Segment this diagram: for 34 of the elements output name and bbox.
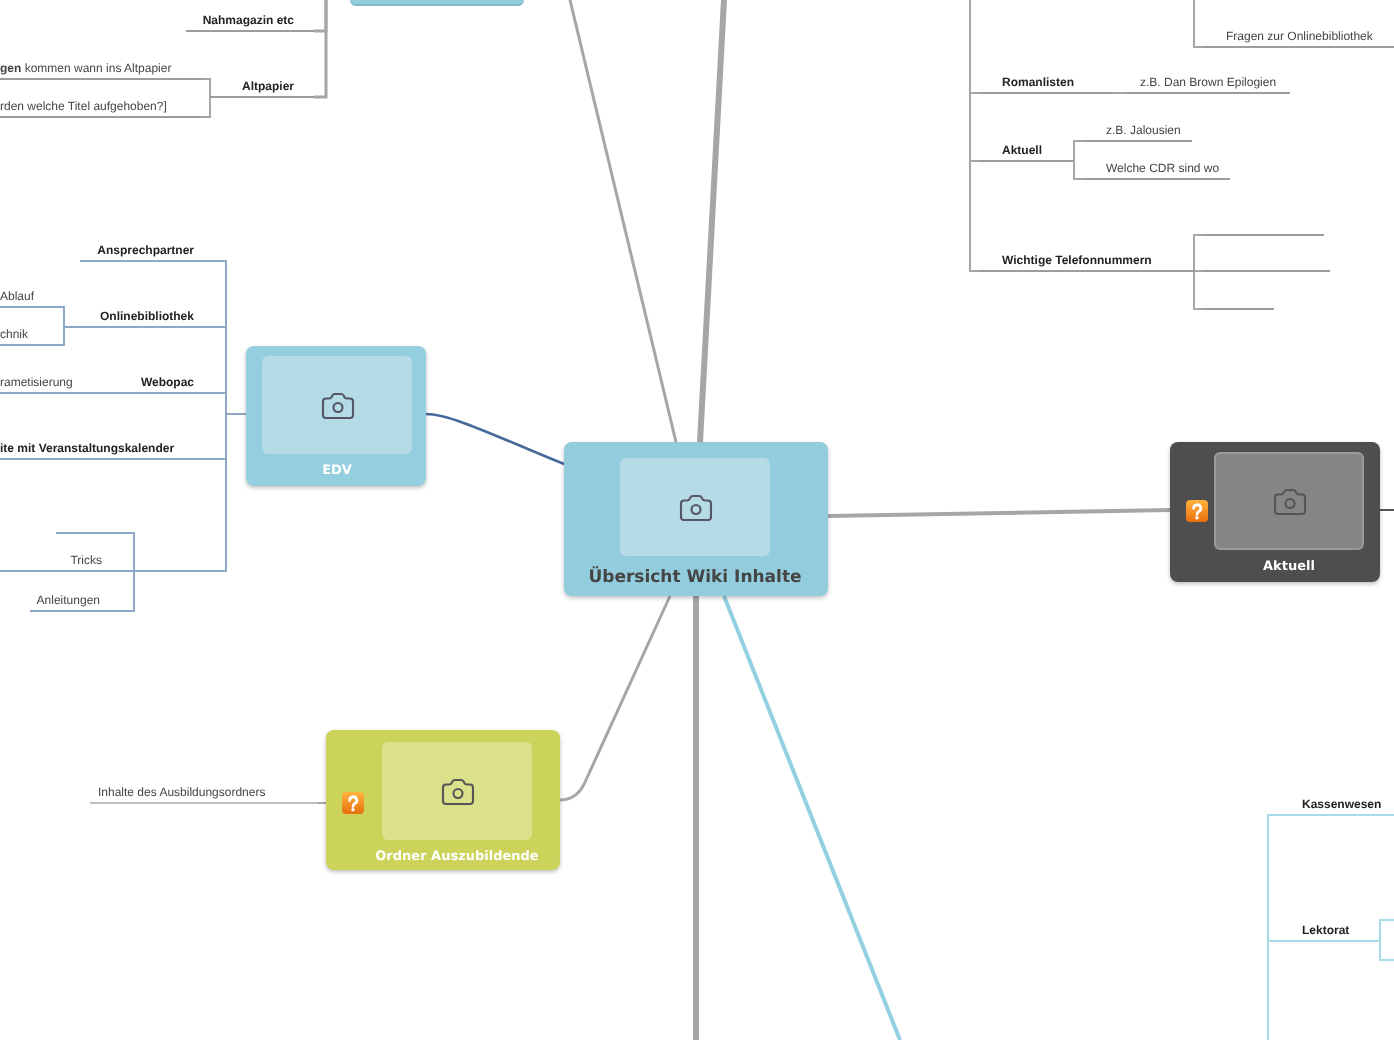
- topic-box: [246, 346, 426, 486]
- connector-line: [314, 0, 328, 99]
- connector-line: [1267, 940, 1277, 1040]
- connector-line: [697, 0, 727, 443]
- connector-line: [1193, 234, 1203, 272]
- connector-line: [568, 0, 678, 443]
- topic-box: [1170, 442, 1380, 582]
- connector-line: [1073, 160, 1083, 180]
- connector-line: [55, 326, 65, 346]
- connector-line: [1379, 940, 1394, 961]
- connector-line: [219, 413, 247, 572]
- connector-line: [1193, 270, 1203, 272]
- connector-line: [1379, 919, 1394, 942]
- topic-title: Übersicht Wiki Inhalte: [588, 568, 802, 588]
- connector-line: [1113, 92, 1127, 94]
- connector-line: [1379, 509, 1394, 511]
- connector-line: [1193, 270, 1203, 310]
- connector-line: [425, 412, 565, 466]
- connector-line: [1193, 0, 1203, 48]
- connector-line: [969, 0, 979, 272]
- connector-line: [827, 508, 1171, 518]
- connector-line: [125, 570, 141, 612]
- connector-line: [201, 96, 211, 118]
- connector-line: [693, 596, 699, 1040]
- connector-line: [125, 532, 141, 572]
- connector-line: [201, 78, 211, 98]
- connector-line: [1073, 140, 1083, 162]
- topic-box: [564, 442, 828, 596]
- connector-line: [83, 392, 93, 394]
- connector-line: [722, 595, 902, 1040]
- topic-box: [350, 0, 524, 6]
- connector-line: [559, 595, 672, 802]
- topic-box: [326, 730, 560, 870]
- connector-line: [55, 306, 65, 328]
